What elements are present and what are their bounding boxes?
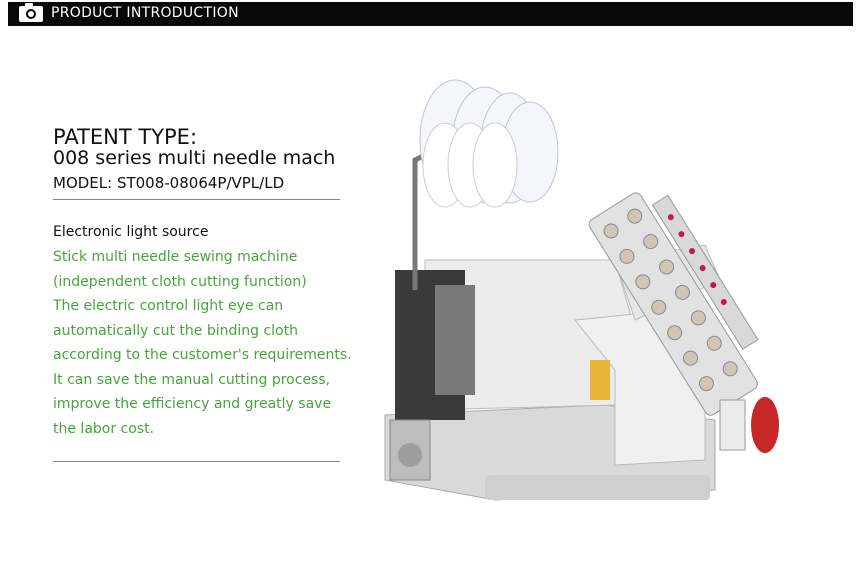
divider-bottom bbox=[53, 461, 340, 462]
description-line: according to the customer's requirements… bbox=[53, 347, 352, 363]
description-line: (independent cloth cutting function) bbox=[53, 273, 307, 290]
feature-heading: Electronic light source bbox=[53, 224, 209, 240]
description-line: automatically cut the binding cloth bbox=[53, 322, 298, 339]
feature-description: Stick multi needle sewing machine (indep… bbox=[53, 245, 383, 441]
description-line: Stick multi needle sewing machine bbox=[53, 249, 298, 265]
description-line: The electric control light eye can bbox=[53, 298, 284, 314]
section-title: PRODUCT INTRODUCTION bbox=[51, 5, 239, 21]
description-line: It can save the manual cutting process, bbox=[53, 371, 331, 388]
camera-icon bbox=[19, 3, 43, 22]
section-header-bar: PRODUCT INTRODUCTION bbox=[8, 2, 853, 26]
product-model: MODEL: ST008-08064P/VPL/LD bbox=[53, 174, 285, 192]
description-line: the labor cost. bbox=[53, 420, 155, 437]
product-name: 008 series multi needle mach bbox=[53, 147, 336, 169]
divider-top bbox=[53, 199, 340, 200]
description-line: improve the efficiency and greatly save bbox=[53, 396, 332, 412]
sewing-machine-image bbox=[384, 79, 779, 501]
patent-type-label: PATENT TYPE: bbox=[53, 125, 198, 149]
